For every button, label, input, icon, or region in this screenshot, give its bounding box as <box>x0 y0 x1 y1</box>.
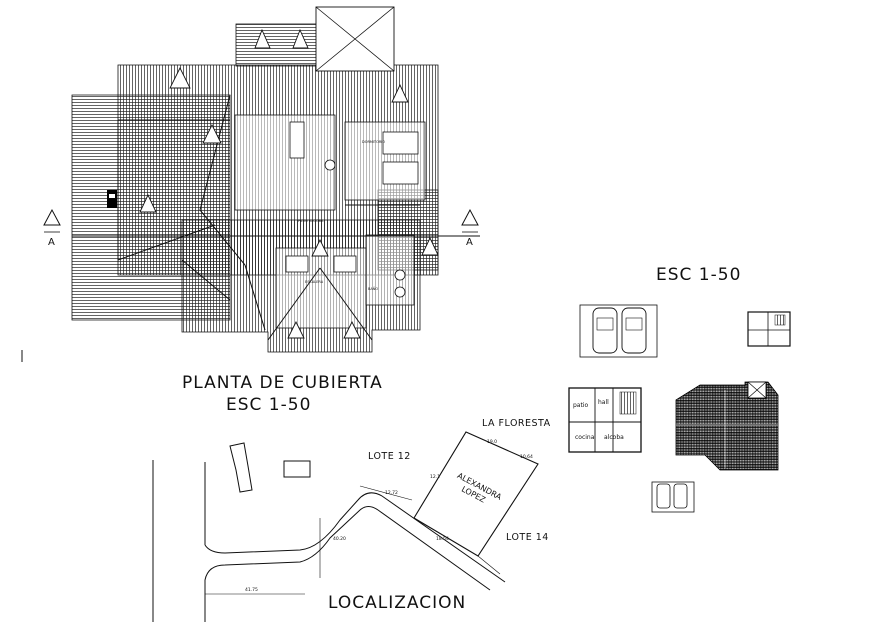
svg-text:19.0: 19.0 <box>487 439 497 445</box>
section-marker-left: A <box>43 208 61 248</box>
garage-plan-small <box>651 481 695 513</box>
room-label-bath: BAÑO <box>368 286 378 291</box>
svg-text:A: A <box>48 237 55 248</box>
room-label-stair: ESCALERA <box>305 280 324 284</box>
chimney <box>107 190 117 208</box>
floor-plan-small: patio hall cocina alcoba <box>568 387 642 453</box>
room-label-hall: PATIO ALCOBA <box>298 219 324 223</box>
svg-text:10.64: 10.64 <box>520 454 533 460</box>
lot-14-label: LOTE 14 <box>506 532 549 543</box>
floor-plan-mini <box>747 311 791 347</box>
svg-text:18.54: 18.54 <box>436 536 449 542</box>
room-patio: patio <box>573 402 589 409</box>
lot-dimensions: 19.0 10.64 12.1 12.72 18.54 40.20 41.75 <box>245 439 533 593</box>
svg-text:41.75: 41.75 <box>245 587 258 593</box>
svg-text:12.1: 12.1 <box>430 474 440 480</box>
svg-text:A: A <box>466 237 473 248</box>
roof-plan-title: PLANTA DE CUBIERTA <box>182 373 383 393</box>
street-label: LA FLORESTA <box>482 418 551 429</box>
owner-name: ALEXANDRA LOPEZ <box>456 471 504 505</box>
svg-text:12.72: 12.72 <box>385 490 398 496</box>
room-label-bedroom: DORMITORIO <box>362 140 385 144</box>
roof-plan-scale: ESC 1-50 <box>226 395 311 415</box>
lot-12-label: LOTE 12 <box>368 451 411 462</box>
room-hall: hall <box>598 399 609 406</box>
slope-markers <box>139 28 439 339</box>
garage-plan-large <box>579 304 658 358</box>
location-plan <box>152 431 539 622</box>
roof-plan-thumbnail <box>675 381 779 471</box>
room-cocina: cocina <box>575 434 595 441</box>
scale-label-right: ESC 1-50 <box>656 265 741 285</box>
skylight-box <box>315 6 395 72</box>
room-alcoba: alcoba <box>604 434 624 441</box>
roof-plan: A A DORMITORIO PATIO ALCOBA BAÑO ESCALER… <box>21 6 480 362</box>
section-marker-right: A <box>461 208 479 248</box>
location-title: LOCALIZACION <box>328 593 466 613</box>
svg-text:40.20: 40.20 <box>333 536 346 542</box>
